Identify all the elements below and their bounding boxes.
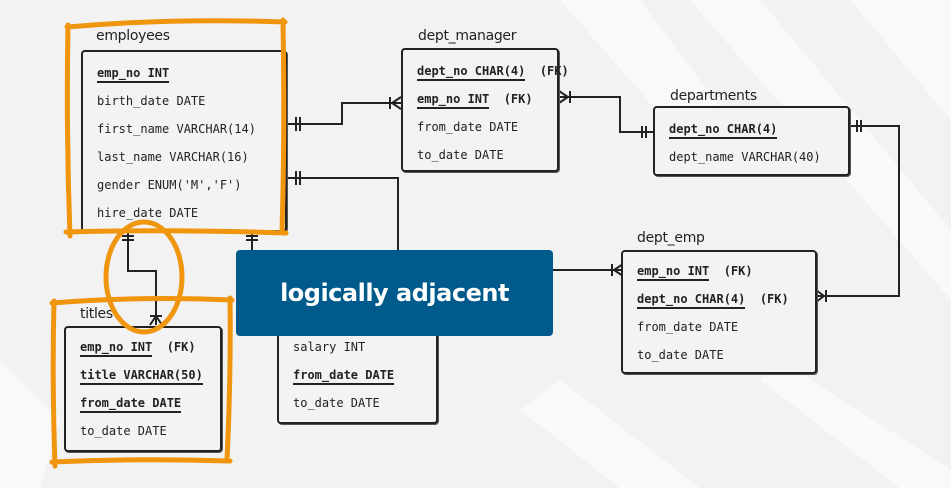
employees-attr-birth-date: birth_date DATE bbox=[97, 94, 206, 108]
rel-employees-titles bbox=[127, 231, 157, 325]
one-mandatory-icon bbox=[295, 117, 301, 131]
rel-dept-manager-departments bbox=[559, 96, 653, 133]
titles-entity[interactable]: emp_no INT (FK) title VARCHAR(50) from_d… bbox=[64, 326, 222, 452]
dept-manager-title: dept_manager bbox=[418, 28, 517, 44]
one-mandatory-icon bbox=[641, 126, 647, 138]
dept-manager-attr-dept-no: dept_no CHAR(4) (FK) bbox=[417, 64, 569, 81]
dept-manager-attr-from-date: from_date DATE bbox=[417, 120, 519, 134]
dept-manager-attr-to-date: to_date DATE bbox=[417, 148, 504, 162]
rel-employees-dept-emp bbox=[287, 177, 399, 250]
employees-attr-gender: gender ENUM('M','F') bbox=[97, 178, 242, 192]
logically-adjacent-callout: logically adjacent bbox=[236, 250, 553, 336]
employees-attr-emp-no: emp_no INT bbox=[97, 66, 170, 83]
dept-manager-entity[interactable]: dept_no CHAR(4) (FK) emp_no INT (FK) fro… bbox=[401, 48, 569, 172]
dept-emp-title: dept_emp bbox=[637, 230, 705, 246]
employees-attr-first-name: first_name VARCHAR(14) bbox=[97, 122, 256, 136]
crows-foot-icon bbox=[815, 289, 827, 303]
employees-attr-last-name: last_name VARCHAR(16) bbox=[97, 150, 249, 164]
salaries-attr-from-date: from_date DATE bbox=[293, 368, 395, 385]
titles-attr-title: title VARCHAR(50) bbox=[80, 368, 203, 385]
dept-manager-attr-emp-no: emp_no INT (FK) bbox=[417, 92, 533, 109]
crows-foot-icon bbox=[611, 263, 624, 277]
rel-employees-dept-manager bbox=[287, 102, 401, 125]
one-mandatory-icon bbox=[295, 171, 301, 185]
crows-foot-icon bbox=[558, 90, 571, 104]
departments-attr-dept-no: dept_no CHAR(4) bbox=[669, 122, 778, 139]
titles-title: titles bbox=[80, 306, 113, 322]
departments-attr-dept-name: dept_name VARCHAR(40) bbox=[669, 150, 821, 164]
rel-departments-dept-emp bbox=[816, 125, 900, 297]
dept-emp-attr-dept-no: dept_no CHAR(4) (FK) bbox=[637, 292, 789, 309]
titles-attr-from-date: from_date DATE bbox=[80, 396, 182, 413]
salaries-attr-to-date: to_date DATE bbox=[293, 396, 380, 410]
dept-emp-attr-emp-no: emp_no INT (FK) bbox=[637, 264, 753, 281]
employees-title: employees bbox=[96, 28, 170, 44]
departments-entity[interactable]: dept_no CHAR(4) dept_name VARCHAR(40) bbox=[653, 106, 850, 176]
titles-attr-emp-no: emp_no INT (FK) bbox=[80, 340, 196, 357]
dept-emp-attr-from-date: from_date DATE bbox=[637, 320, 739, 334]
callout-text: logically adjacent bbox=[280, 279, 509, 307]
crows-foot-icon bbox=[389, 96, 402, 110]
salaries-attr-salary: salary INT bbox=[293, 340, 366, 354]
dept-emp-entity[interactable]: emp_no INT (FK) dept_no CHAR(4) (FK) fro… bbox=[621, 250, 817, 374]
departments-title: departments bbox=[670, 88, 757, 104]
employees-entity[interactable]: emp_no INT birth_date DATE first_name VA… bbox=[81, 50, 287, 232]
titles-attr-to-date: to_date DATE bbox=[80, 424, 167, 438]
one-mandatory-icon bbox=[856, 120, 862, 132]
dept-emp-attr-to-date: to_date DATE bbox=[637, 348, 724, 362]
employees-attr-hire-date: hire_date DATE bbox=[97, 206, 199, 220]
